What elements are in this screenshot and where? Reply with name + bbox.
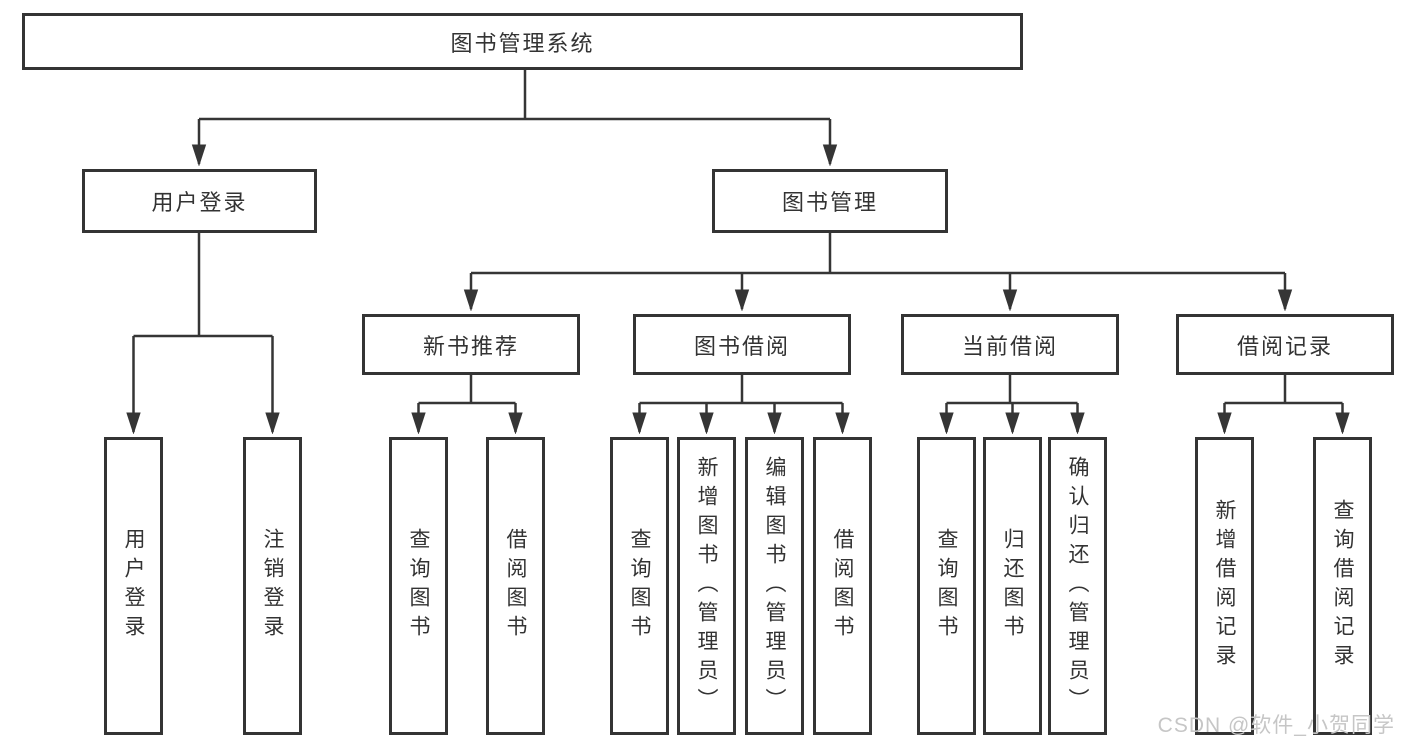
leaf-current-confirm-return-admin: 确认归还（管理员） xyxy=(1048,437,1107,735)
leaf-newbook-borrow-label: 借阅图书 xyxy=(504,528,527,644)
leaf-history-query-record: 查询借阅记录 xyxy=(1313,437,1372,735)
leaf-borrow-borrow-book-label: 借阅图书 xyxy=(831,528,854,644)
node-borrow-records-label: 借阅记录 xyxy=(1236,333,1333,359)
leaf-borrow-add-book-admin: 新增图书（管理员） xyxy=(677,437,736,735)
node-book-borrow-label: 图书借阅 xyxy=(693,333,790,359)
leaf-user-login: 用户登录 xyxy=(104,437,163,735)
leaf-borrow-query-label: 查询图书 xyxy=(628,528,651,644)
leaf-history-add-record: 新增借阅记录 xyxy=(1195,437,1254,735)
leaf-logout-label: 注销登录 xyxy=(261,528,284,644)
node-book-management: 图书管理 xyxy=(712,169,948,233)
leaf-logout: 注销登录 xyxy=(243,437,302,735)
leaf-borrow-query: 查询图书 xyxy=(610,437,669,735)
leaf-newbook-query-label: 查询图书 xyxy=(407,528,430,644)
leaf-borrow-add-book-admin-label: 新增图书（管理员） xyxy=(695,455,718,717)
leaf-current-confirm-return-admin-label: 确认归还（管理员） xyxy=(1066,455,1089,717)
leaf-user-login-label: 用户登录 xyxy=(122,528,145,644)
node-user-login-label: 用户登录 xyxy=(151,190,248,215)
node-root-label: 图书管理系统 xyxy=(450,30,595,56)
node-user-login: 用户登录 xyxy=(82,169,317,233)
leaf-borrow-borrow-book: 借阅图书 xyxy=(813,437,872,735)
leaf-borrow-edit-book-admin: 编辑图书（管理员） xyxy=(745,437,804,735)
node-new-book-recommend-label: 新书推荐 xyxy=(422,333,519,359)
leaf-current-query-label: 查询图书 xyxy=(935,528,958,644)
leaf-current-query: 查询图书 xyxy=(917,437,976,735)
leaf-history-add-record-label: 新增借阅记录 xyxy=(1213,499,1236,673)
node-borrow-records: 借阅记录 xyxy=(1176,314,1394,375)
leaf-borrow-edit-book-admin-label: 编辑图书（管理员） xyxy=(763,455,786,717)
leaf-newbook-query: 查询图书 xyxy=(389,437,448,735)
leaf-current-return-label: 归还图书 xyxy=(1001,528,1024,644)
leaf-history-query-record-label: 查询借阅记录 xyxy=(1331,499,1354,673)
node-new-book-recommend: 新书推荐 xyxy=(362,314,580,375)
node-book-management-label: 图书管理 xyxy=(781,190,878,215)
leaf-current-return: 归还图书 xyxy=(983,437,1042,735)
watermark: CSDN @软件_小贺同学 xyxy=(1157,714,1395,737)
leaf-newbook-borrow: 借阅图书 xyxy=(486,437,545,735)
node-root: 图书管理系统 xyxy=(22,13,1023,70)
node-current-borrow-label: 当前借阅 xyxy=(961,333,1058,359)
node-book-borrow: 图书借阅 xyxy=(633,314,851,375)
node-current-borrow: 当前借阅 xyxy=(901,314,1119,375)
